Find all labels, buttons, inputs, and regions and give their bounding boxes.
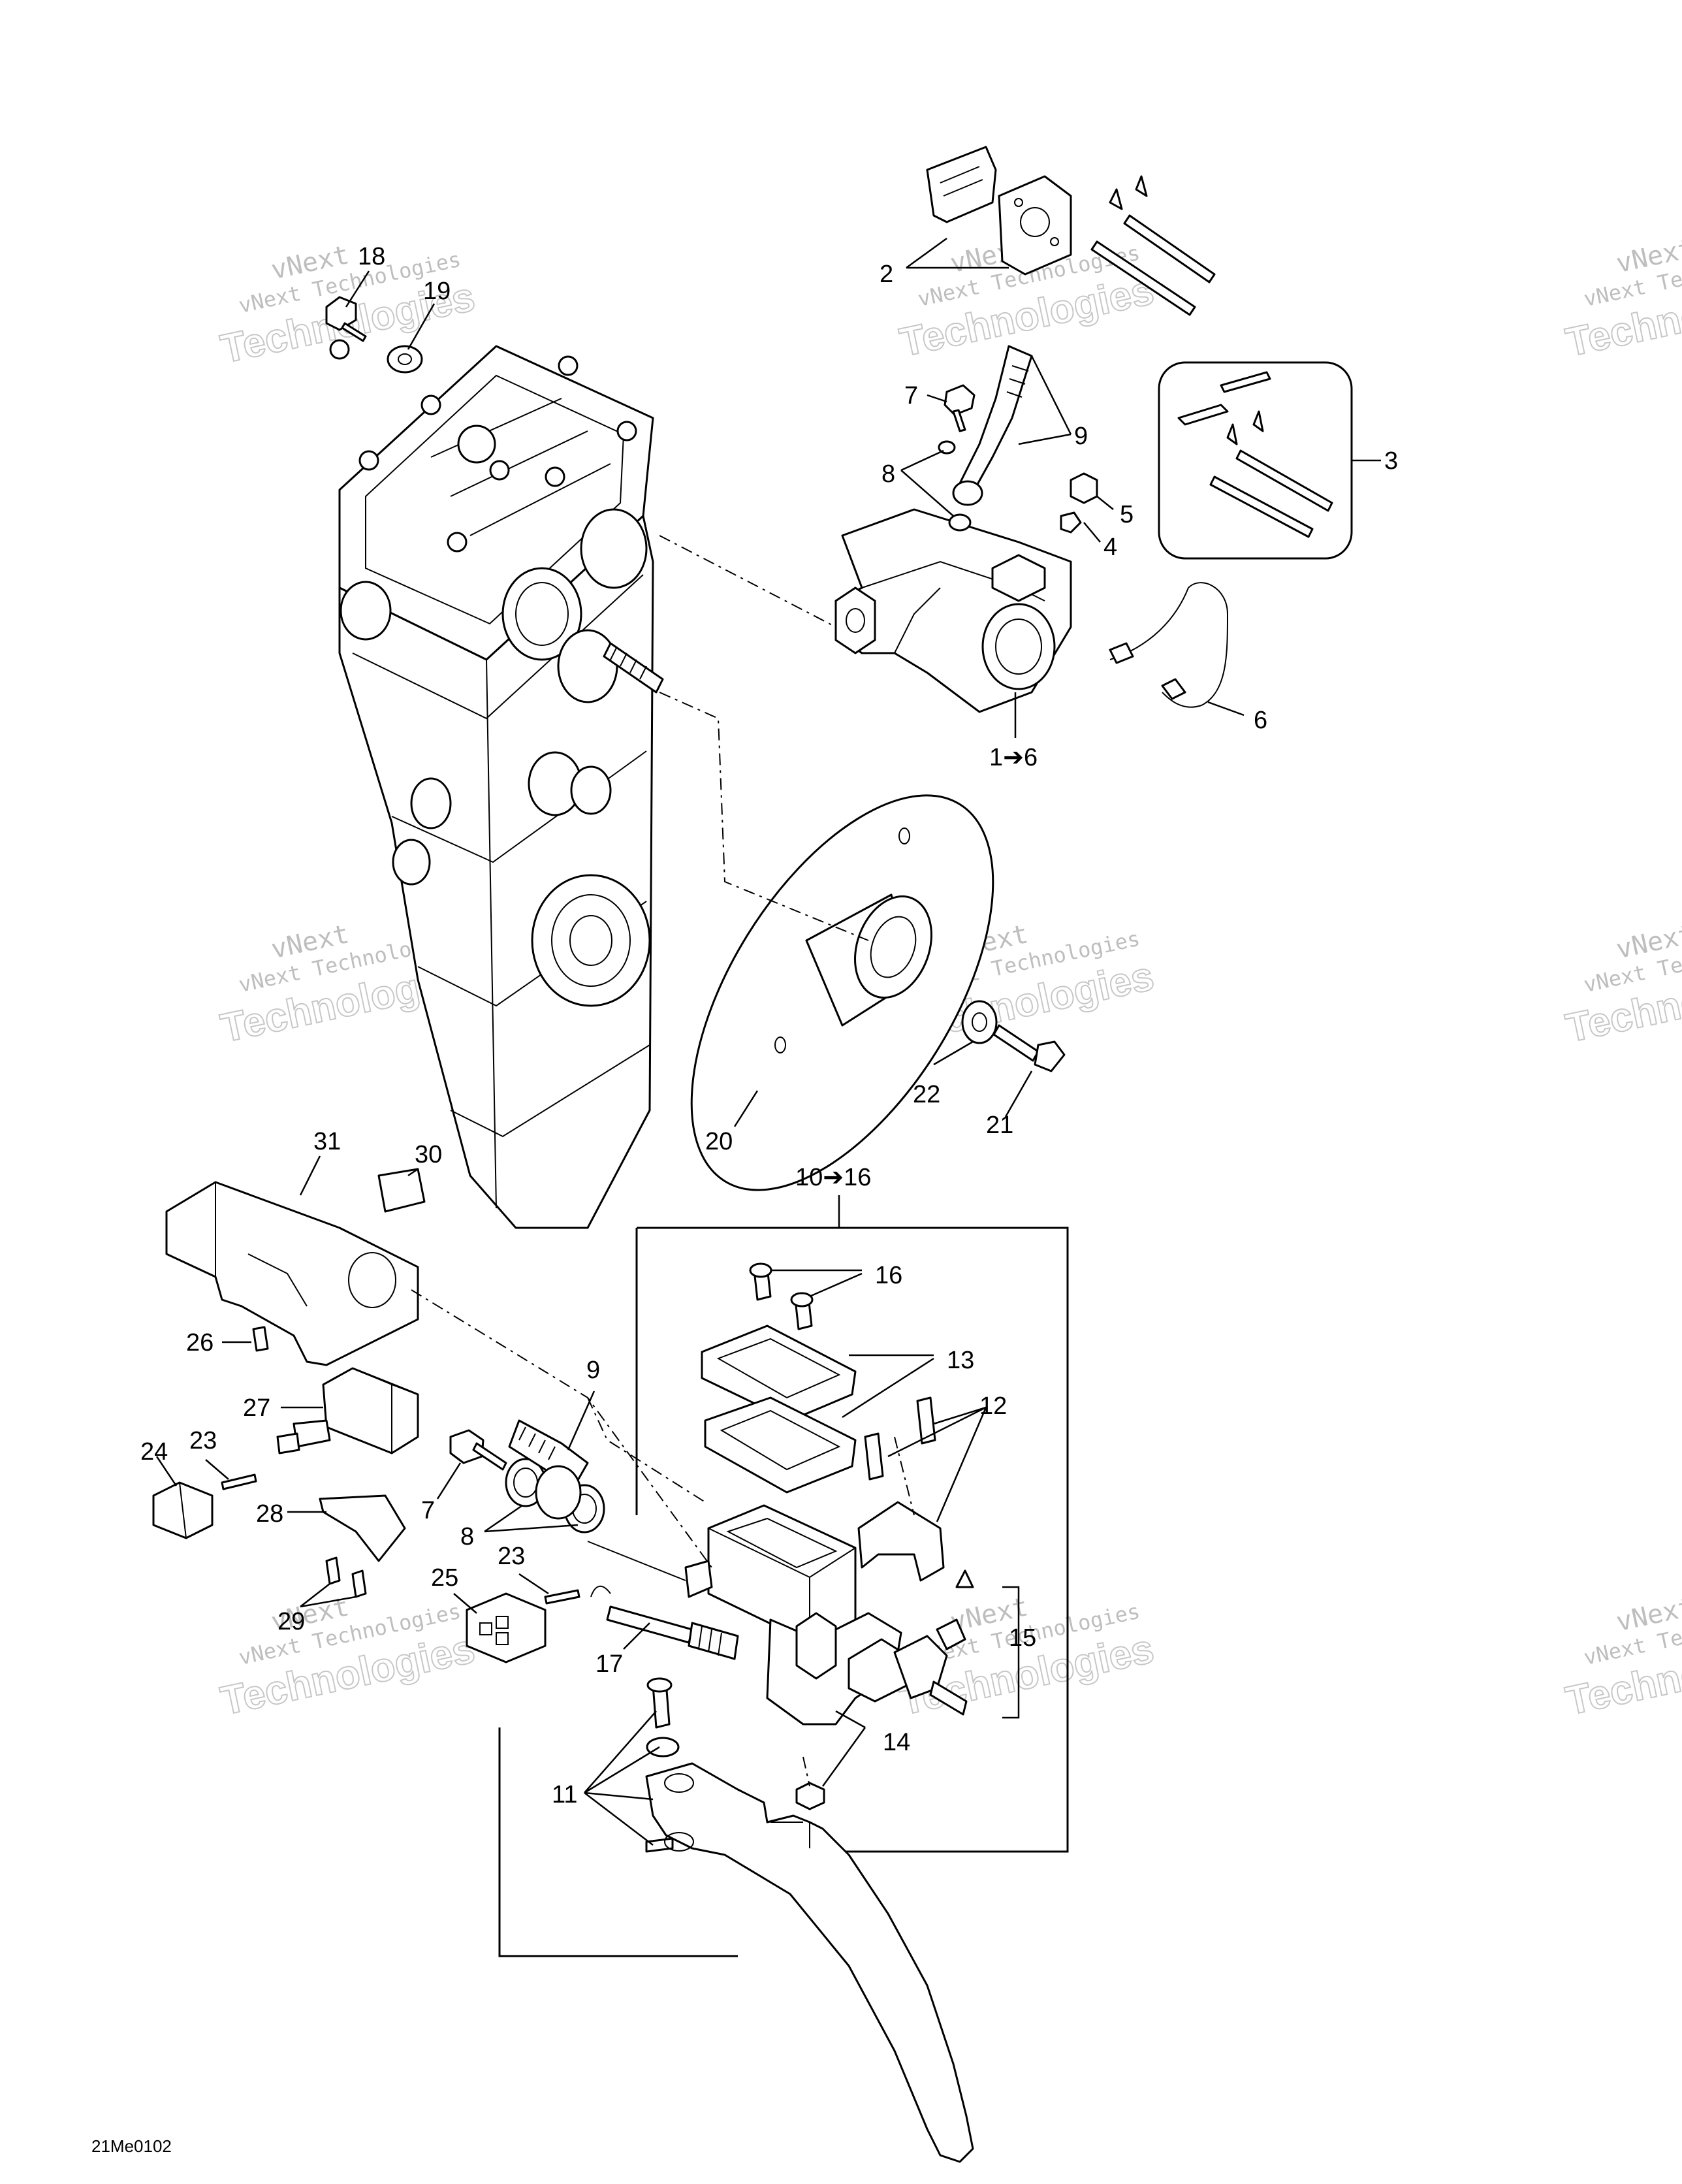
lever-bracket-line	[498, 1727, 738, 1957]
part-7-banjo-bolt-upper	[944, 384, 976, 432]
callout-16: 16	[875, 1262, 902, 1289]
part-16-cover-screws	[749, 1262, 814, 1330]
callout-9-lower: 9	[586, 1357, 600, 1384]
callout-19: 19	[423, 278, 451, 305]
part-2-brake-pads	[926, 146, 1072, 276]
part-28-bracket	[319, 1494, 406, 1562]
callout-1-6: 1➔6	[989, 744, 1038, 771]
callout-3: 3	[1384, 447, 1398, 475]
callout-24: 24	[140, 1438, 168, 1466]
part-17-switch-plunger	[590, 1585, 739, 1660]
callout-25: 25	[431, 1564, 458, 1592]
brake-lever	[645, 1762, 974, 2163]
leader-lines	[155, 237, 1381, 1846]
callout-7-lower: 7	[421, 1497, 435, 1524]
part-30-label	[377, 1168, 426, 1213]
watermark-bottom-right: vNext vNext Technologies Technologies	[1561, 1592, 1682, 1724]
brake-caliper-assembly	[834, 508, 1072, 713]
part-8-washers-upper	[938, 440, 972, 532]
callout-6: 6	[1254, 707, 1267, 734]
part-15-boot	[893, 1569, 974, 1716]
callout-21: 21	[986, 1112, 1013, 1139]
callout-11: 11	[552, 1781, 577, 1808]
callout-23-upper: 23	[189, 1427, 217, 1454]
callout-7-upper: 7	[904, 382, 918, 410]
part-13-diaphragm	[704, 1396, 857, 1494]
watermark-mid-right: vNext vNext Technologies Technologies	[1561, 919, 1682, 1052]
part-23-terminal-upper	[221, 1473, 257, 1490]
part-3-pin-kit	[1158, 361, 1353, 560]
diagram-code: 21Me0102	[91, 2136, 172, 2156]
assembly-lines	[411, 535, 915, 1787]
callout-2: 2	[880, 261, 893, 288]
part-26-screw	[252, 1326, 269, 1352]
part-7-banjo-bolt-lower	[449, 1429, 507, 1471]
callout-30: 30	[415, 1141, 442, 1168]
callout-labels: 2 3 4 5 6 7 8 9 1➔6 18 19 20 22 21 31 30…	[140, 243, 1398, 1808]
callout-9-upper: 9	[1074, 423, 1088, 450]
part-4-bleeder-screw	[1060, 511, 1082, 534]
part-25-connector	[466, 1592, 547, 1663]
part-13-reservoir-cover	[701, 1325, 857, 1422]
part-23-terminal-lower	[544, 1589, 580, 1605]
part-27-brake-switch	[276, 1367, 419, 1454]
master-cylinder-body	[587, 1504, 909, 1726]
part-11-pivot-bolt-set	[645, 1677, 680, 1853]
part-12-clamp-screws	[864, 1396, 936, 1481]
callout-14: 14	[883, 1729, 910, 1756]
callout-28: 28	[256, 1500, 283, 1528]
callout-29: 29	[278, 1608, 305, 1635]
callout-10-16: 10➔16	[795, 1164, 871, 1191]
part-24-connector	[152, 1481, 214, 1539]
callout-13: 13	[947, 1347, 974, 1374]
part-14-pivot-nut	[795, 1782, 825, 1810]
part-9-brake-hose-upper	[952, 345, 1033, 506]
callout-23-lower: 23	[498, 1543, 525, 1570]
part-12-clamp	[857, 1501, 945, 1582]
gearbox-housing	[329, 339, 664, 1229]
callout-8-upper: 8	[881, 460, 895, 488]
watermark-top-right: vNext vNext Technologies Technologies	[1561, 233, 1682, 366]
part-5-bleeder-cap	[1070, 472, 1098, 504]
callout-20: 20	[705, 1128, 733, 1155]
callout-18: 18	[358, 243, 385, 270]
part-18-bolt	[325, 296, 367, 342]
master-cylinder-kit-box	[635, 1227, 1069, 1853]
callout-31: 31	[313, 1128, 341, 1155]
callout-26: 26	[186, 1329, 214, 1357]
callout-27: 27	[243, 1394, 270, 1422]
callout-15: 15	[1009, 1624, 1036, 1652]
callout-5: 5	[1120, 501, 1134, 528]
callout-4: 4	[1103, 534, 1117, 561]
part-21-bolt	[992, 1024, 1066, 1072]
callout-22: 22	[913, 1081, 940, 1108]
part-31-cover	[165, 1181, 419, 1366]
part-6-brake-line	[1109, 582, 1229, 708]
pad-pins	[1090, 175, 1216, 316]
part-19-washer	[387, 345, 423, 374]
part-9-brake-hose-lower	[508, 1419, 589, 1520]
callout-12: 12	[979, 1392, 1007, 1420]
callout-8-lower: 8	[460, 1523, 474, 1550]
part-22-washer	[961, 1000, 998, 1044]
part-29-screws	[325, 1556, 367, 1598]
part-20-brake-disc	[690, 794, 994, 1191]
callout-17: 17	[595, 1650, 623, 1678]
